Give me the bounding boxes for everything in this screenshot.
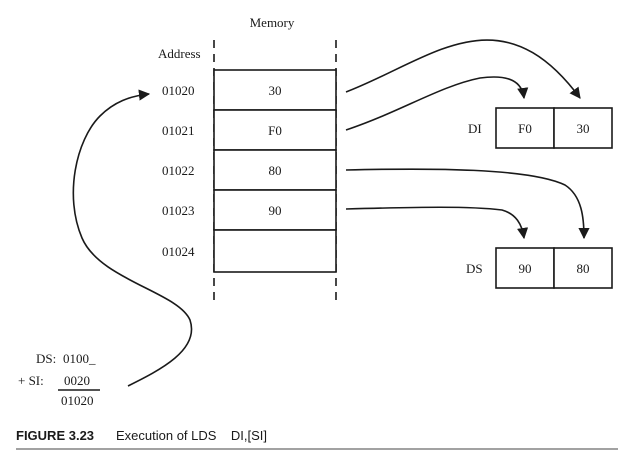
register-ds-high bbox=[495, 247, 555, 289]
register-ds-high-value: 90 bbox=[519, 261, 532, 276]
memory-address: 01022 bbox=[162, 163, 195, 178]
memory-cell bbox=[213, 229, 337, 273]
arrow-30-to-di-low bbox=[345, 39, 581, 99]
figure-number: FIGURE 3.23 bbox=[16, 428, 94, 443]
register-name-ds: DS bbox=[466, 261, 483, 276]
memory-cell bbox=[213, 189, 337, 231]
calc-result: 01020 bbox=[61, 393, 94, 408]
memory-address: 01023 bbox=[162, 203, 195, 218]
calc-ds-value: 0100_ bbox=[63, 351, 96, 366]
register-di-high bbox=[495, 107, 555, 149]
arrow-80-to-ds-low bbox=[345, 168, 590, 240]
calc-si-label: + SI: bbox=[18, 373, 44, 388]
arrow-address-to-memory bbox=[72, 89, 193, 387]
register-di-low bbox=[553, 107, 613, 149]
address-label: Address bbox=[158, 46, 201, 61]
register-di-high-value: F0 bbox=[518, 121, 532, 136]
register-di-low-value: 30 bbox=[577, 121, 590, 136]
memory-label: Memory bbox=[250, 15, 295, 30]
memory-cell bbox=[213, 149, 337, 191]
memory-address: 01021 bbox=[162, 123, 195, 138]
arrow-90-to-ds-high bbox=[345, 206, 529, 240]
register-ds-low bbox=[553, 247, 613, 289]
memory-value: 90 bbox=[269, 203, 282, 218]
memory-value: F0 bbox=[268, 123, 282, 138]
register-name-di: DI bbox=[468, 121, 482, 136]
calc-ds-label: DS: bbox=[36, 351, 56, 366]
memory-cells bbox=[213, 69, 337, 273]
memory-value: 30 bbox=[269, 83, 282, 98]
memory-value: 80 bbox=[269, 163, 282, 178]
memory-address: 01024 bbox=[162, 244, 195, 259]
register-ds-low-value: 80 bbox=[577, 261, 590, 276]
arrow-f0-to-di-high bbox=[345, 76, 529, 131]
figure-caption: Execution of LDS DI,[SI] bbox=[116, 428, 267, 443]
calc-si-value: 0020 bbox=[64, 373, 90, 388]
memory-address: 01020 bbox=[162, 83, 195, 98]
